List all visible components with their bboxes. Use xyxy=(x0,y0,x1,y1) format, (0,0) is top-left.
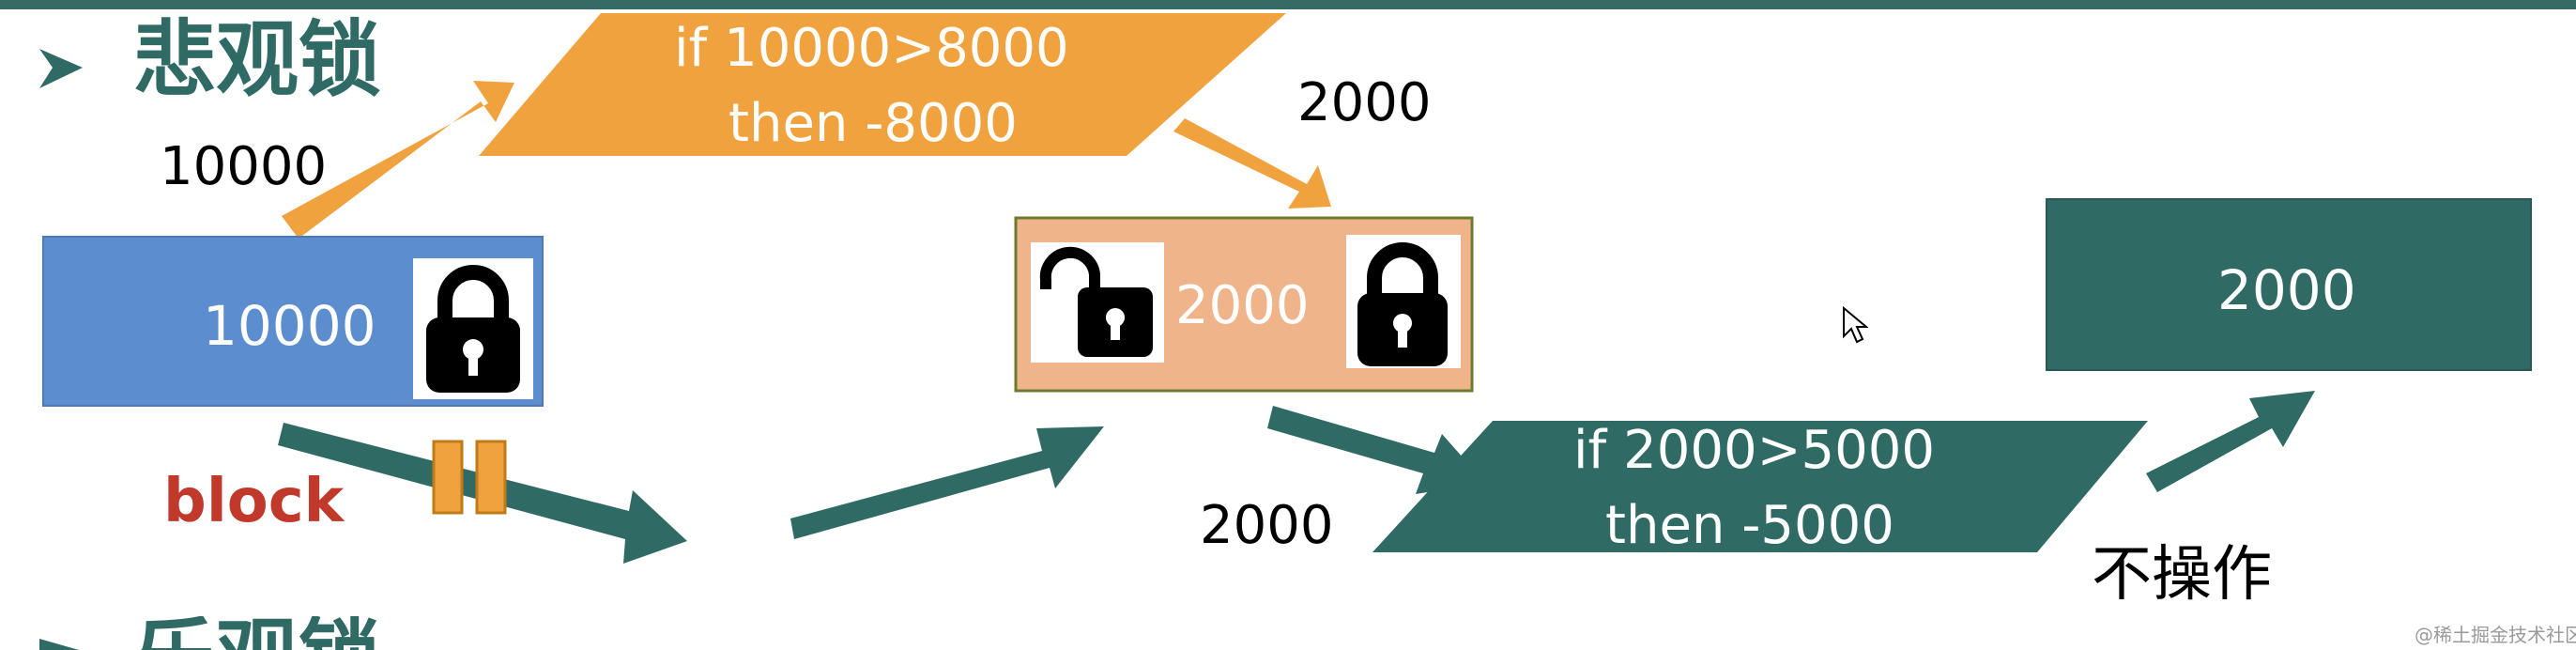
incoming-value-label: 10000 xyxy=(160,136,328,197)
mouse-cursor-icon xyxy=(1843,306,1868,344)
arrow-bullet-icon-2 xyxy=(39,639,79,650)
no-op-label: 不操作 xyxy=(2092,540,2272,610)
teal-arrow-2 xyxy=(790,426,1104,539)
pause-icon xyxy=(432,440,507,515)
orange-arrow-up xyxy=(282,81,514,239)
teal-arrow-4 xyxy=(2146,391,2315,492)
after-first-txn-label: 2000 xyxy=(1297,72,1432,133)
condition-2-shape xyxy=(1372,421,2148,552)
lock-closed-icon xyxy=(426,265,520,393)
orange-arrow-down xyxy=(1173,118,1331,209)
top-band xyxy=(0,0,2576,9)
section-title: 悲观锁 xyxy=(133,11,382,108)
result-value: 2000 xyxy=(2217,258,2356,322)
condition-2-line2: then -5000 xyxy=(1605,495,1894,556)
result-box xyxy=(2046,198,2532,371)
block-label: block xyxy=(163,467,345,536)
lock-open-icon xyxy=(1039,246,1153,357)
watermark: @稀土掘金技术社区 xyxy=(2415,624,2576,646)
condition-1-shape xyxy=(479,13,1286,156)
second-txn-input-label: 2000 xyxy=(1200,495,1334,556)
condition-1-line1: if 10000>8000 xyxy=(674,18,1069,79)
condition-2-line1: if 2000>5000 xyxy=(1573,420,1936,481)
middle-value: 2000 xyxy=(1175,275,1310,336)
lock-closed-icon-2 xyxy=(1357,242,1448,366)
teal-arrow-3 xyxy=(1267,406,1485,494)
next-section-title-partial: 乐观锁 xyxy=(133,616,381,650)
source-value: 10000 xyxy=(203,294,376,358)
condition-1-line2: then -8000 xyxy=(728,93,1018,154)
arrow-bullet-icon xyxy=(39,49,83,88)
